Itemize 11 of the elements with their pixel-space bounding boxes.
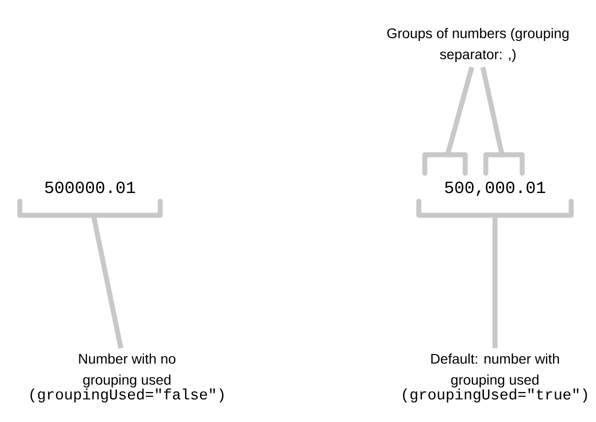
caption-text: Number with no grouping used (groupingUsed="false") <box>30 353 224 402</box>
bracket <box>483 152 525 176</box>
leader-line <box>445 66 474 156</box>
leader-line <box>480 66 504 156</box>
bracketed-number: 500000.01 <box>17 182 163 218</box>
heading-text: Groups of numbers (grouping separator: ,) <box>387 28 568 62</box>
leader-line <box>91 214 124 349</box>
bracketed-number: 500,000.01 <box>416 182 574 218</box>
leader-line <box>492 215 498 348</box>
caption-text: Default: number with grouping used (groupingUsed="true") <box>403 353 587 402</box>
bracket <box>422 152 468 176</box>
